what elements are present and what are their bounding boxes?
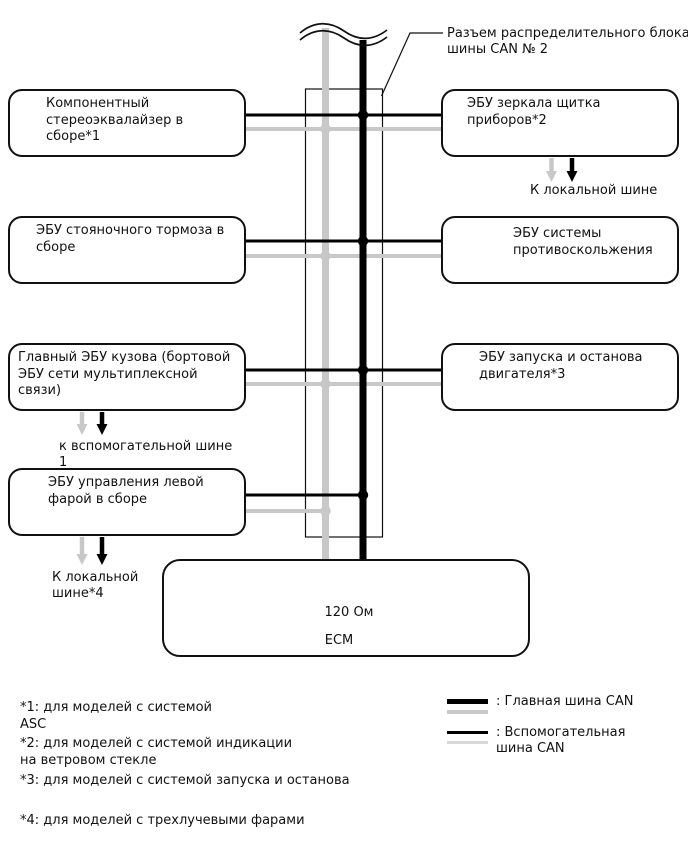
- callout-leader-line: [380, 32, 443, 97]
- node-dashboard-mirror-ecu: ЭБУ зеркала щитка приборов*2: [441, 89, 679, 157]
- gray-bus-junction-dots: [320, 123, 331, 517]
- node-stereo-equalizer: Компонентный стереоэквалайзер в сборе*1: [8, 89, 246, 157]
- to-local-bus-label: К локальной шине: [530, 183, 658, 198]
- footnote-3: *3: для моделей с системой запуска и ост…: [20, 773, 350, 788]
- legend-aux-bus-gray-line: [447, 741, 488, 744]
- to-auxiliary-bus-1-label: к вспомогательной шине 1: [59, 439, 233, 470]
- node-parking-brake-ecu: ЭБУ стояночного тормоза в сборе: [8, 216, 246, 284]
- node-left-headlight-ecu: ЭБУ управления левой фарой в сборе: [8, 468, 246, 536]
- black-bus-junction-dots: [357, 109, 369, 501]
- legend-main-bus-label: : Главная шина CAN: [496, 694, 634, 709]
- footnote-4: *4: для моделей с трехлучевыми фарами: [20, 813, 305, 828]
- legend-aux-bus-black-line: [447, 731, 488, 734]
- legend-main-bus-gray-line: [447, 710, 488, 714]
- aux-bus-1-arrows: [76, 412, 108, 435]
- resistor-value-label: 120 Ом: [324, 605, 374, 620]
- node-main-body-ecu: Главный ЭБУ кузова (бортовой ЭБУ сети му…: [8, 343, 246, 411]
- legend-aux-bus-label: : Вспомогательная шина CAN: [496, 725, 626, 756]
- ecm-label: ECM: [324, 633, 354, 648]
- node-skid-control-ecu: ЭБУ системы противоскольжения: [441, 216, 679, 284]
- legend-main-bus-black-line: [447, 699, 488, 704]
- bus-break-symbol: [299, 22, 388, 47]
- to-local-bus-4-label: К локальной шине*4: [52, 570, 139, 601]
- footnote-2: *2: для моделей с системой индикации на …: [20, 736, 293, 768]
- local-bus-4-arrows: [76, 537, 108, 565]
- black-branch-lines: [246, 113, 442, 497]
- footnote-1: *1: для моделей с системой ASC: [20, 700, 212, 732]
- local-bus-arrows-right: [546, 158, 578, 182]
- distribution-block-outline: [304, 88, 384, 538]
- node-start-stop-ecu: ЭБУ запуска и останова двигателя*3: [441, 343, 679, 411]
- node-ecm: 120 Ом ECM: [162, 559, 530, 657]
- callout-label: Разъем распределительного блока шины CAN…: [447, 26, 688, 57]
- gray-branch-lines: [246, 127, 442, 513]
